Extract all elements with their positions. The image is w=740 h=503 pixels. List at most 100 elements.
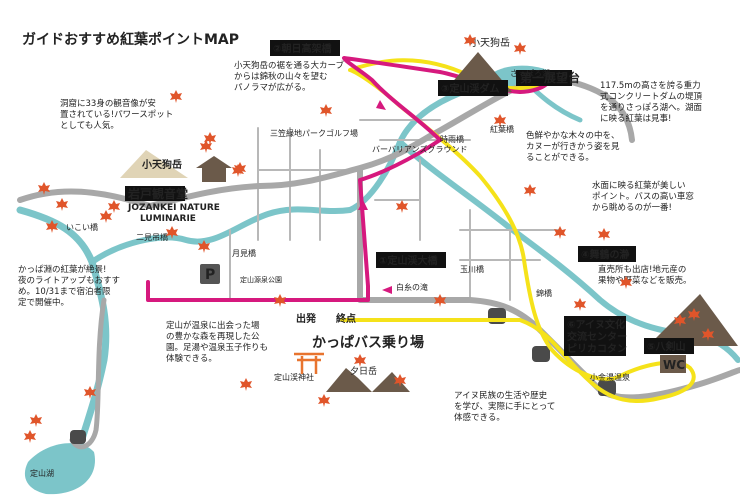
wc-label: WC [663, 358, 685, 372]
magenta-bus-route [146, 56, 550, 302]
note-ainu: アイヌ民族の生活や歴史を学び、実際に手にとって体感できる。 [454, 390, 555, 423]
note-canoe: 色鮮やかな木々の中を、カヌーが行きかう姿を見ることができる。 [526, 130, 620, 163]
note-bus_view: 水面に映る紅葉が美しいポイント。バスの高い車窓から眺めるのが一番! [592, 180, 694, 213]
shrine-gate-icon [294, 352, 324, 374]
note-park: 定山が温泉に出会った場の豊かな森を再現した公園。足湯や温泉玉子作りも体験できる。 [166, 320, 268, 364]
observation-label: 第一展望台 [520, 70, 580, 85]
spot-badge-3: ③定山渓ダム [438, 80, 508, 96]
spot-badge-1: ①定山渓大橋 [376, 252, 446, 268]
yatsu-mtn-label: 小天狗岳 [141, 158, 182, 171]
kotengu-top-label: 小天狗岳 [470, 36, 510, 49]
maple-leaf-icon [232, 164, 244, 177]
nishiki-bridge-label: 錦橋 [536, 288, 552, 298]
jozan-lake-label: 定山湖 [30, 468, 54, 478]
maple-leaf-icon [318, 394, 330, 407]
maple-leaf-icon [56, 198, 68, 211]
maple-leaf-icon [394, 374, 406, 387]
getsumi-bridge-label: 月見橋 [232, 248, 256, 258]
maple-leaf-icon [574, 298, 586, 311]
spot-badge-2: ②朝日高架橋 [270, 40, 340, 56]
maple-leaf-icon [204, 132, 216, 145]
hakken-mountain-icon [648, 294, 738, 346]
spot-name-4: ④舞鶴の瀞 [581, 248, 629, 261]
spot-name-2: ②朝日高架橋 [273, 42, 332, 55]
parking-label: P [205, 267, 215, 283]
note-dam: 117.5mの高さを誇る重力式コンクリートダムの堤頂を通りさっぽろ湖へ。湖面に映… [600, 80, 703, 124]
maple-leaf-icon [100, 210, 112, 223]
maple-leaf-icon [674, 314, 686, 327]
park-label: 定山源泉公園 [240, 275, 282, 284]
note-asahi: 小天狗岳の裾を通る大カーブからは錦秋の山々を望むパノラマが広がる。 [234, 60, 344, 93]
maple-leaf-icon [84, 386, 96, 399]
route-arrows [358, 100, 392, 294]
kogane-label: 小金湯温泉 [590, 372, 630, 382]
spot-name-6: ⑥アイヌ文化 [567, 318, 625, 331]
maple-leaf-icon [396, 200, 408, 213]
maple-leaf-icon [494, 114, 506, 127]
maple-leaf-icon [702, 328, 714, 341]
yuhi2-mountain-icon [372, 372, 410, 392]
spot-name-5: ⑤八剣山 [647, 340, 685, 353]
maple-leaf-icon [200, 140, 212, 153]
maple-leaf-icon [198, 240, 210, 253]
spot-name-1: ①定山渓大橋 [379, 254, 438, 267]
maple-leaf-icon [514, 42, 526, 55]
maple-leaf-icon [30, 414, 42, 427]
yuhi-mountain-icon [326, 368, 372, 392]
spot-badge-4: ④舞鶴の瀞 [578, 246, 636, 262]
maple-leaf-icon [554, 226, 566, 239]
maple-leaf-icon [274, 294, 286, 307]
maple-leaf-icon [620, 276, 632, 289]
maple-leaf-icon [434, 294, 446, 307]
yuhi-mtn-label: 夕日岳 [350, 365, 377, 377]
maple-leaf-icon [24, 430, 36, 443]
shigure-bridge-label: 時雨橋 [440, 134, 464, 144]
maple-leaf-icon [354, 354, 366, 367]
description-notes: 小天狗岳の裾を通る大カーブからは錦秋の山々を望むパノラマが広がる。 117.5mの… [18, 60, 703, 423]
sapporo-lake-label: さっぽろ湖 [510, 69, 550, 78]
place-labels: 小天狗岳 さっぽろ湖 小天狗岳 夕日岳 いこい橋 二見吊橋 月見橋 定山源泉公園… [30, 36, 630, 478]
maple-leaf-icon [46, 220, 58, 233]
maple-leaf-icon [464, 34, 476, 47]
shrine-label: 定山渓神社 [274, 372, 314, 382]
golf-label: 三笠緑地パークゴルフ場 [270, 128, 358, 138]
river-channel [89, 206, 353, 265]
tamagawa-bridge-label: 玉川橋 [460, 264, 484, 274]
road-west [69, 297, 107, 450]
spot-badge-5: ⑤八剣山 [644, 338, 694, 354]
spot-name-6: ピリカコタン [567, 343, 627, 355]
tunnel-portals [70, 308, 616, 444]
note-cave: 洞窟に33身の観音像が安置されている!パワースポットとしても人気。 [60, 98, 173, 131]
shiraito-label: 白糸の滝 [396, 282, 428, 292]
spot-name-6: 交流センター [567, 330, 627, 343]
barbarian-label: バーバリアンズグラウンド [372, 144, 467, 154]
iko-bridge-label: いこい橋 [66, 222, 98, 232]
maple-leaf-icon [688, 308, 700, 321]
maple-leaf-icon [108, 200, 120, 213]
maple-leaf-icon [240, 378, 252, 391]
temple-icon [196, 156, 232, 182]
spot-name-3: ③定山渓ダム [441, 82, 499, 95]
maple-leaf-icon [38, 182, 50, 195]
kannon-en-2: LUMINARIE [140, 214, 196, 224]
bus-stop-label: かっぱバス乗り場 [312, 334, 424, 351]
depart-label: 出発 [296, 312, 317, 325]
futami-bridge-label: 二見吊橋 [136, 232, 168, 242]
maple-leaf-icon [598, 228, 610, 241]
maple-leaf-icon [166, 226, 178, 239]
goal-label: 終点 [336, 312, 356, 325]
kannon-en-1: JOZANKEI NATURE [127, 203, 220, 213]
jozan-lake [24, 443, 95, 495]
spot-badges: ①定山渓大橋 ②朝日高架橋 ③定山渓ダム ④舞鶴の瀞 ⑤八剣山 ⑥アイヌ文化交流センターピ… [270, 40, 694, 356]
maple-leaf-icon [320, 104, 332, 117]
note-market: 直売所も出店!地元産の果物や野菜などを販売。 [598, 264, 692, 286]
kannon-label: 岩戸観音堂 [127, 186, 188, 201]
black-labels: 第一展望台 岩戸観音堂 WC P [125, 70, 686, 373]
maple-leaf-icons [24, 34, 714, 443]
maple-leaf-icon [524, 184, 536, 197]
map-title: ガイドおすすめ紅葉ポイントMAP [22, 31, 239, 48]
note-kappa: かっぱ淵の紅葉が絶景!夜のライトアップもおすすめ。10/31まで宿泊者限定で開催… [18, 264, 120, 308]
